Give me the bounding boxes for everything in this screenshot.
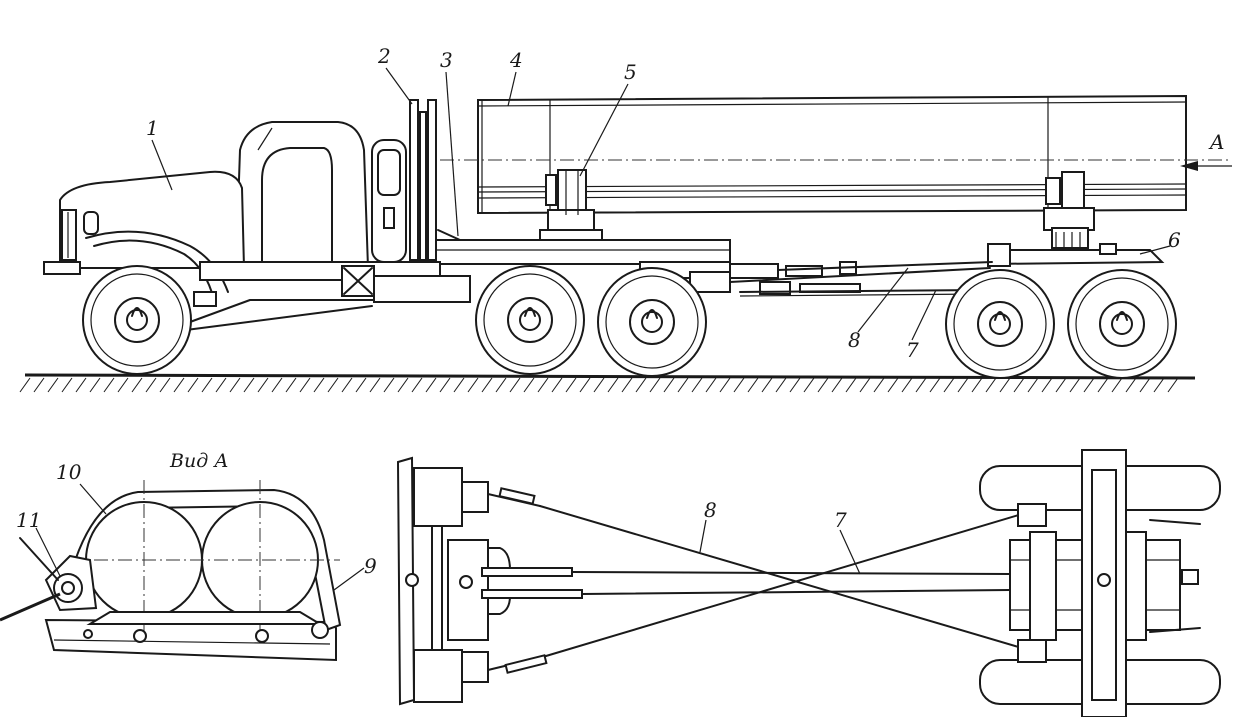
section-line-a xyxy=(440,159,1232,171)
label-4-pipes: 4 xyxy=(510,48,523,72)
tractor-frame xyxy=(429,239,731,293)
drawbar xyxy=(729,261,993,297)
label-10-strap: 10 xyxy=(56,460,82,484)
pipe-load xyxy=(477,94,1187,215)
label-8-cable: 8 xyxy=(848,328,861,352)
label-7-cable: 7 xyxy=(906,338,919,362)
trailer-frame xyxy=(987,243,1165,267)
leader-11 xyxy=(35,527,61,577)
view-a xyxy=(0,480,342,662)
tractor-chassis xyxy=(185,261,471,331)
leader-1 xyxy=(151,139,173,191)
leader-3 xyxy=(445,71,459,237)
leader-4 xyxy=(507,71,517,107)
leader-8 xyxy=(857,267,909,333)
leader-9 xyxy=(333,567,365,591)
leader-2 xyxy=(385,67,413,105)
leader-6 xyxy=(1139,245,1171,255)
side-wheel xyxy=(475,265,585,375)
side-wheels xyxy=(82,265,1177,379)
cab xyxy=(234,121,370,271)
plan-trailer xyxy=(979,449,1221,717)
label-view-a: Вид А xyxy=(170,450,229,472)
plan-view xyxy=(396,449,1221,717)
leader-8-plan xyxy=(699,519,707,553)
label-6-trailer: 6 xyxy=(1168,228,1181,252)
leader-7-plan xyxy=(839,529,861,575)
label-a-section: A xyxy=(1210,130,1225,154)
leader-10 xyxy=(79,483,107,515)
label-1-tractor: 1 xyxy=(146,116,159,140)
label-2-stakes: 2 xyxy=(378,44,391,68)
leader-5 xyxy=(579,83,629,177)
plan-cables xyxy=(487,487,1023,674)
side-wheel xyxy=(1067,269,1177,379)
side-wheel xyxy=(82,265,192,375)
plan-tractor-bogie xyxy=(396,456,583,706)
exhaust-stack xyxy=(371,139,407,263)
label-3-frame: 3 xyxy=(440,48,453,72)
front-bunk xyxy=(539,169,603,243)
hood xyxy=(43,170,246,301)
side-view xyxy=(19,94,1232,393)
label-11-winch: 11 xyxy=(16,508,42,532)
rear-stakes xyxy=(409,99,461,261)
label-5-bunk: 5 xyxy=(624,60,637,84)
label-7-plan: 7 xyxy=(834,508,847,532)
side-wheel xyxy=(945,269,1055,379)
label-9-bracket: 9 xyxy=(364,554,377,578)
label-8-plan: 8 xyxy=(704,498,717,522)
leader-7 xyxy=(911,289,937,341)
side-wheel xyxy=(597,267,707,377)
rear-bunk xyxy=(1043,171,1095,249)
